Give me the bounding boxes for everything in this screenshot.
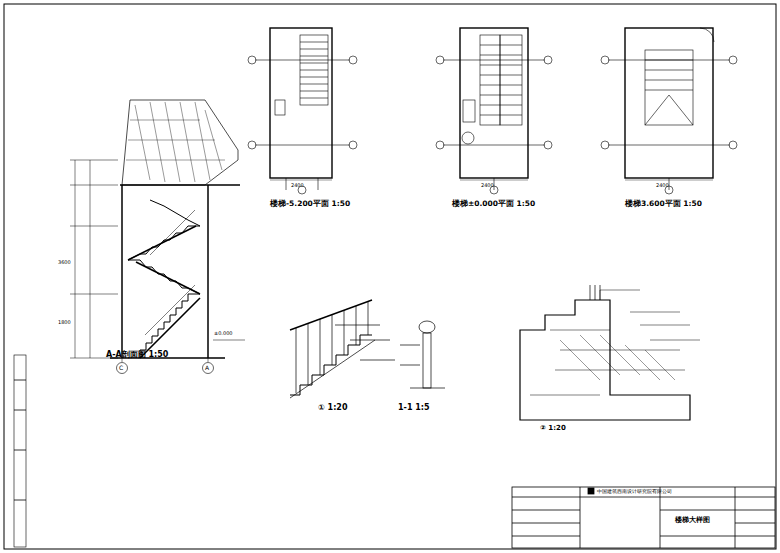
drawing-label: 1800	[58, 320, 71, 325]
drawing-label: 1-1 1:5	[398, 404, 430, 412]
drawing-label: C	[119, 365, 123, 371]
drawing-label: ① 1:20	[318, 404, 347, 412]
drawing-label: 2400	[481, 183, 494, 188]
drawing-label: ±0.000	[214, 331, 233, 336]
drawing-label: 楼梯-5.200平面 1:50	[270, 200, 350, 208]
drawing-label: ② 1:20	[540, 425, 566, 432]
drawing-label: 2400	[291, 183, 304, 188]
drawing-label: 2400	[656, 183, 669, 188]
drawing-label: A-A剖面图 1:50	[106, 351, 168, 359]
drawing-label: 楼梯±0.000平面 1:50	[452, 200, 535, 208]
drawing-label: 楼梯大样图	[675, 517, 710, 524]
drawing-label: 3600	[58, 260, 71, 265]
drawing-label: 楼梯3.600平面 1:50	[625, 200, 702, 208]
drawing-label: A	[205, 365, 209, 371]
drawing-label: 中国建筑西南设计研究院有限公司	[597, 489, 672, 494]
